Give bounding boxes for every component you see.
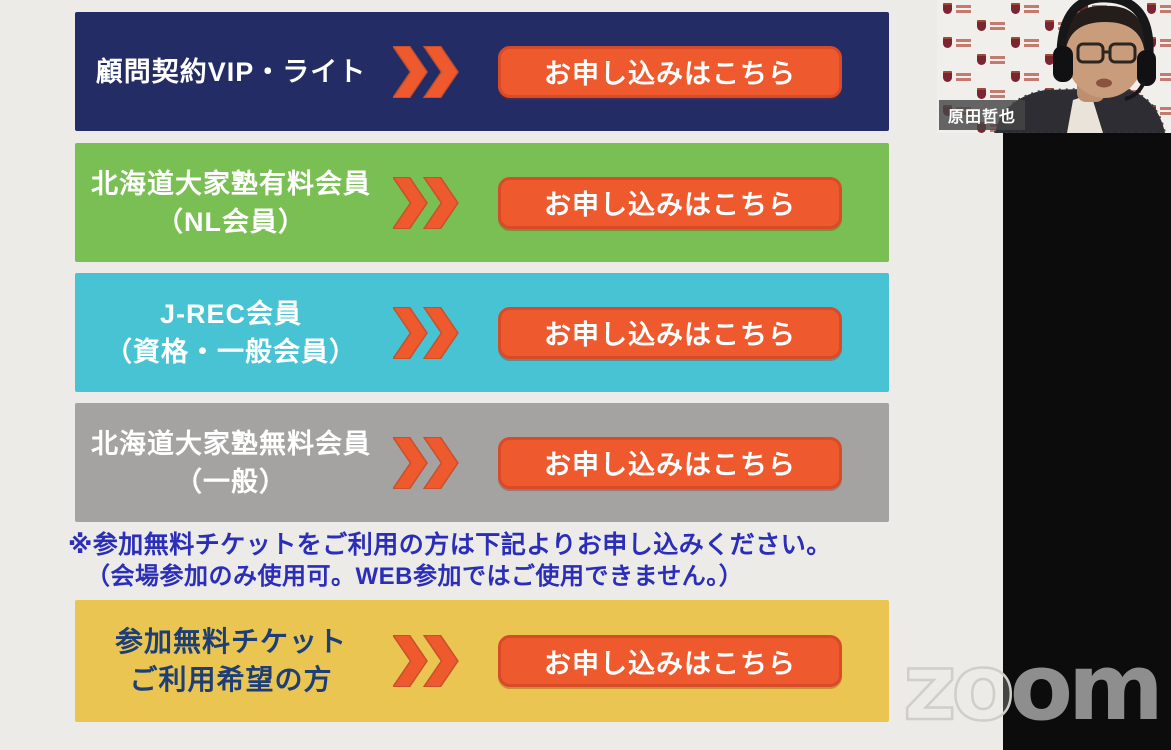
membership-label: 参加無料チケット ご利用希望の方 bbox=[114, 626, 347, 695]
note-line-2: （会場参加のみ使用可。WEB参加ではご使用できません。） bbox=[86, 563, 744, 590]
presentation-slide: 顧問契約VIP・ライト お申し込みはこちら 北海道大家塾有料会員 （NL会員） … bbox=[0, 0, 1003, 750]
double-chevron-icon bbox=[393, 45, 459, 98]
double-chevron-icon bbox=[393, 306, 459, 359]
note-line-1: ※参加無料チケットをご利用の方は下記よりお申し込みください。 bbox=[68, 531, 832, 559]
double-chevron-icon bbox=[393, 635, 459, 687]
participant-video-tile[interactable]: 原田哲也 bbox=[937, 0, 1171, 133]
signup-row-paid-member: 北海道大家塾有料会員 （NL会員） お申し込みはこちら bbox=[75, 143, 889, 262]
signup-row-vip: 顧問契約VIP・ライト お申し込みはこちら bbox=[75, 12, 889, 131]
participant-name-label: 原田哲也 bbox=[939, 100, 1026, 130]
apply-button-free-ticket[interactable]: お申し込みはこちら bbox=[498, 635, 842, 687]
apply-button-free-member[interactable]: お申し込みはこちら bbox=[498, 436, 842, 489]
free-ticket-note: ※参加無料チケットをご利用の方は下記よりお申し込みください。 （会場参加のみ使用… bbox=[68, 530, 832, 592]
apply-button-jrec[interactable]: お申し込みはこちら bbox=[498, 306, 842, 359]
apply-button-paid-member[interactable]: お申し込みはこちら bbox=[498, 176, 842, 229]
apply-button-vip[interactable]: お申し込みはこちら bbox=[498, 45, 842, 98]
signup-row-free-ticket: 参加無料チケット ご利用希望の方 お申し込みはこちら bbox=[75, 600, 889, 722]
zoom-watermark: zoom bbox=[902, 634, 1164, 741]
speaker-portrait bbox=[993, 0, 1167, 133]
membership-label: 北海道大家塾無料会員 （一般） bbox=[91, 428, 371, 497]
signup-row-free-member: 北海道大家塾無料会員 （一般） お申し込みはこちら bbox=[75, 403, 889, 522]
double-chevron-icon bbox=[393, 176, 459, 229]
membership-label: 北海道大家塾有料会員 （NL会員） bbox=[91, 168, 371, 237]
double-chevron-icon bbox=[393, 436, 459, 489]
membership-label: 顧問契約VIP・ライト bbox=[95, 56, 367, 87]
membership-label: J-REC会員 （資格・一般会員） bbox=[105, 298, 357, 367]
signup-row-jrec: J-REC会員 （資格・一般会員） お申し込みはこちら bbox=[75, 273, 889, 392]
